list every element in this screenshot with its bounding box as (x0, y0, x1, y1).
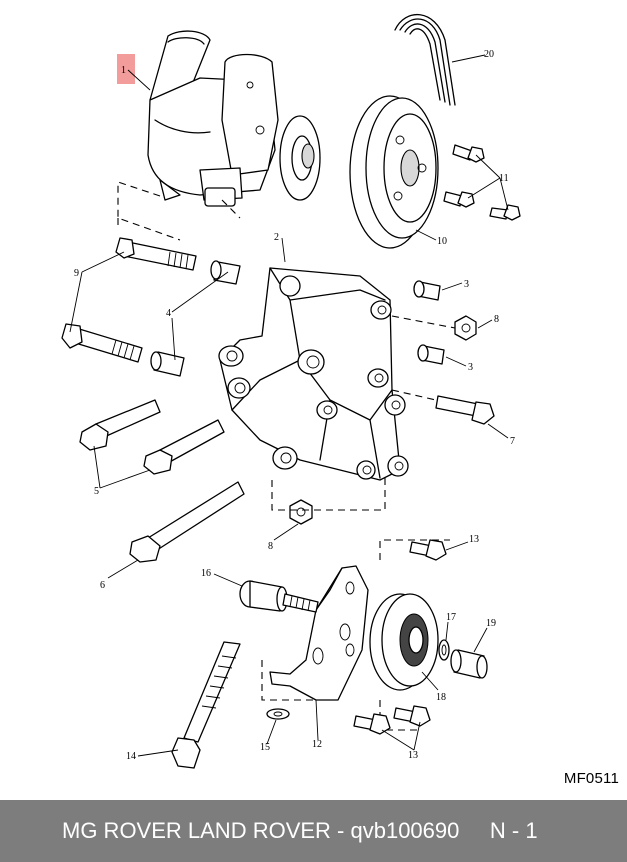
long-bolts (61, 237, 197, 363)
bracket-bolts (79, 399, 225, 475)
footer-bar: MG ROVER LAND ROVER - qvb100690 N - 1 (0, 800, 627, 862)
callout-4: 4 (166, 308, 171, 319)
callout-13-upper: 13 (469, 534, 479, 545)
washer-15 (266, 708, 290, 720)
callout-2: 2 (274, 232, 279, 243)
callout-20: 20 (484, 49, 494, 60)
tensioner-bracket (269, 565, 369, 701)
washer-17 (438, 639, 450, 661)
callout-6: 6 (100, 580, 105, 591)
leader-lines (69, 54, 509, 757)
bolt-7 (435, 395, 495, 425)
bolts-13 (353, 539, 447, 735)
diagram-reference-code: MF0511 (563, 770, 619, 787)
power-steering-pump (147, 30, 321, 207)
mounting-bracket (218, 267, 409, 481)
callout-12: 12 (312, 739, 322, 750)
callout-7: 7 (510, 436, 515, 447)
callout-19: 19 (486, 618, 496, 629)
tensioner-stud-16 (239, 580, 319, 613)
drive-belt (394, 14, 456, 106)
right-spacers (413, 280, 445, 365)
footer-title: MG ROVER LAND ROVER - qvb100690 N - 1 (62, 818, 538, 843)
pulley (349, 95, 439, 249)
long-stud-14 (171, 641, 241, 769)
pulley-bolts (443, 144, 521, 221)
callout-10: 10 (437, 236, 447, 247)
spacers (150, 260, 241, 377)
callout-8-upper: 8 (494, 314, 499, 325)
idler-pulley-18 (369, 593, 439, 691)
callout-labels: 1 2 3 3 4 5 6 7 8 8 9 10 11 12 13 13 14 … (74, 49, 515, 762)
spacer-19 (450, 649, 488, 679)
callout-8-lower: 8 (268, 541, 273, 552)
long-bolt-6 (129, 481, 245, 563)
callout-3-upper: 3 (464, 279, 469, 290)
callout-3-lower: 3 (468, 362, 473, 373)
callout-16: 16 (201, 568, 211, 579)
callout-13-lower: 13 (408, 750, 418, 761)
callout-1: 1 (121, 65, 126, 76)
callout-18: 18 (436, 692, 446, 703)
callout-15: 15 (260, 742, 270, 753)
highlight-box-1 (117, 54, 135, 84)
callout-17: 17 (446, 612, 456, 623)
callout-11: 11 (499, 173, 509, 184)
callout-5: 5 (94, 486, 99, 497)
callout-14: 14 (126, 751, 136, 762)
nuts (289, 315, 477, 525)
parts-diagram: 1 2 3 3 4 5 6 7 8 8 9 10 11 12 13 13 14 … (61, 14, 521, 769)
callout-9: 9 (74, 268, 79, 279)
